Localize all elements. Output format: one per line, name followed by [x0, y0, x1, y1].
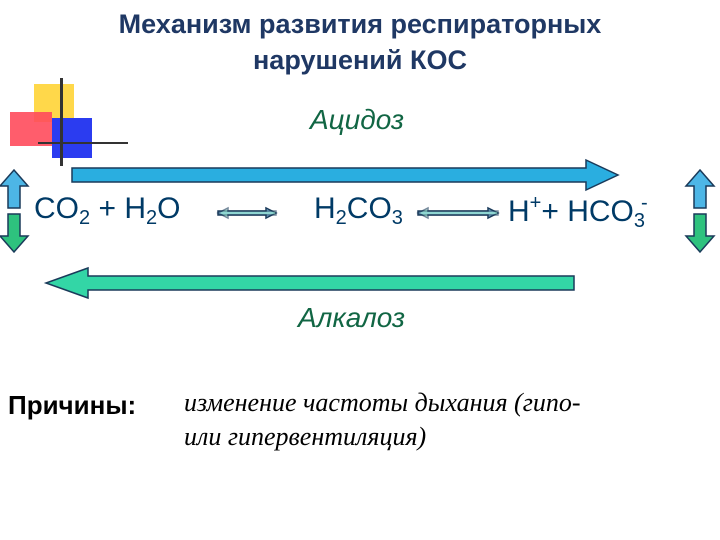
equilibrium-arrow-1 [216, 206, 278, 220]
alkalosis-arrow [43, 266, 575, 300]
right-down-arrow-icon [684, 213, 716, 254]
left-down-arrow-icon [0, 213, 30, 254]
decor-red-square [10, 112, 52, 146]
right-up-arrow-icon [684, 168, 716, 209]
formula-h2co3: H2CO3 [314, 192, 403, 229]
acidosis-arrow [71, 158, 620, 192]
equilibrium-arrow-2 [416, 206, 500, 220]
causes-line-2: или гипервентиляция) [184, 422, 427, 451]
causes-block: Причины: [8, 390, 136, 421]
formula-ions: H++ HCO3- [508, 192, 648, 232]
acidosis-label: Ацидоз [310, 104, 405, 135]
title-line-2: нарушений КОС [253, 45, 467, 75]
causes-line-1: изменение частоты дыхания (гипо- [184, 388, 581, 417]
formula-co2-h2o: CO2 + H2O [34, 192, 181, 229]
slide-title: Механизм развития респираторных нарушени… [40, 6, 680, 78]
alkalosis-label: Алкалоз [298, 302, 406, 333]
title-line-1: Механизм развития респираторных [118, 9, 602, 39]
decor-vertical-line [60, 78, 63, 166]
decor-blue-square [52, 118, 92, 158]
left-up-arrow-icon [0, 168, 30, 209]
decor-horizontal-line [38, 142, 128, 144]
causes-label: Причины: [8, 390, 137, 420]
